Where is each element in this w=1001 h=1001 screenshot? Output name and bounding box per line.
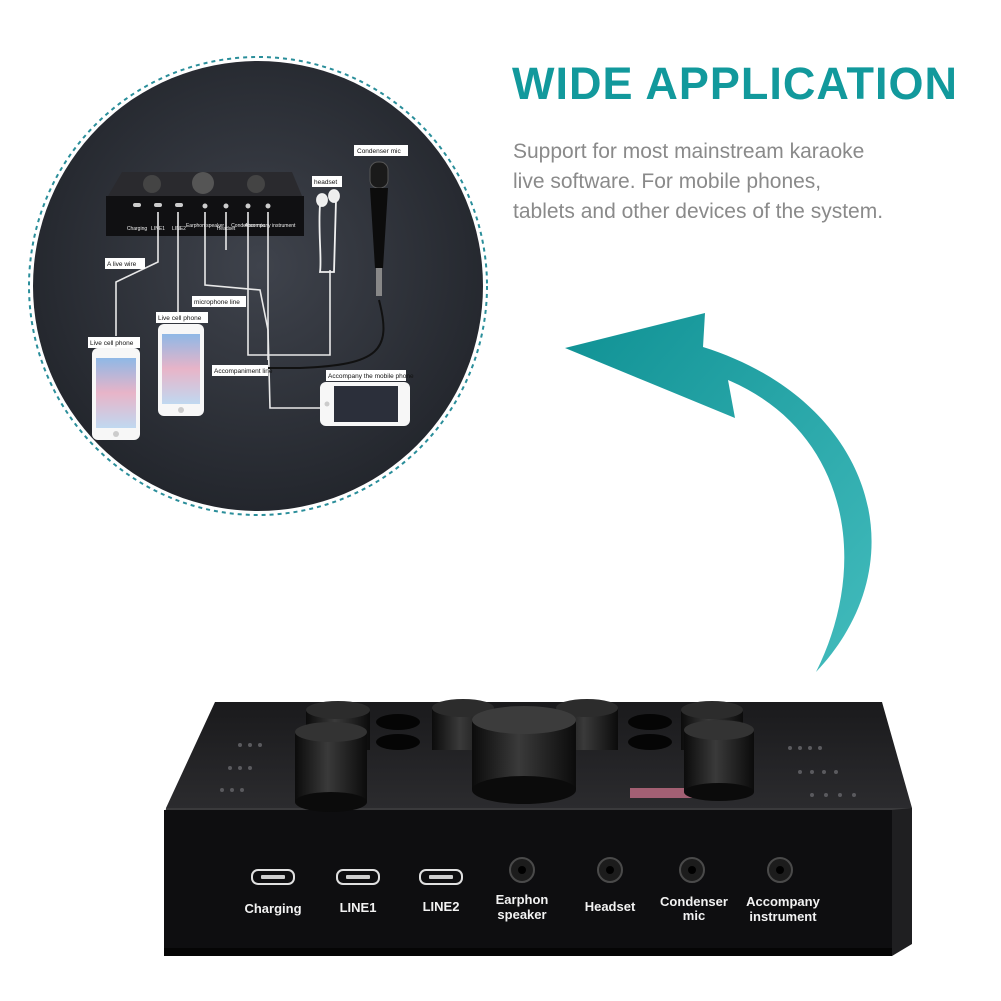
port-label-earphone: speaker — [497, 907, 546, 922]
description: Support for most mainstream karaoke live… — [513, 137, 953, 227]
label-headset: headset — [314, 179, 337, 186]
accompany-phone — [320, 382, 410, 426]
port-label-accompany: instrument — [749, 909, 817, 924]
label-live-cell-phone: Live cell phone — [90, 340, 134, 347]
live-phone-2 — [158, 324, 204, 416]
label-live-cell-phone: Live cell phone — [158, 315, 202, 322]
description-line: tablets and other devices of the system. — [513, 200, 884, 223]
port-label-condenser: mic — [683, 908, 705, 923]
port-label-charging: Charging — [244, 901, 301, 916]
mic-cable — [248, 299, 385, 369]
description-line: Support for most mainstream karaoke — [513, 140, 865, 163]
label-accompaniment-line: Accompaniment line — [214, 368, 273, 375]
description-line: live software. For mobile phones, — [513, 170, 822, 193]
port-label-condenser: Condenser — [660, 894, 728, 909]
port-label-earphone: Earphon — [496, 892, 549, 907]
port-label-headset: Headset — [585, 899, 636, 914]
live-phone-1 — [92, 348, 140, 440]
label-condenser-mic: Condenser mic — [357, 148, 401, 155]
condenser-mic-icon — [369, 161, 389, 296]
cables — [115, 212, 331, 409]
label-a-live-wire: A live wire — [107, 261, 137, 268]
diagram-port-label: LINE2 — [172, 226, 186, 232]
diagram-port-label: Charging — [127, 226, 148, 232]
headline: WIDE APPLICATION — [512, 58, 958, 109]
arrow-shape — [565, 313, 872, 672]
port-label-line2: LINE2 — [423, 899, 460, 914]
label-microphone-line: microphone line — [194, 299, 240, 306]
headset-icon — [316, 189, 340, 273]
label-accompany-mobile: Accompany the mobile phone — [328, 373, 414, 380]
diagram-port-label: Accompany instrument — [245, 223, 296, 229]
port-label-line1: LINE1 — [340, 900, 377, 915]
port-label-accompany: Accompany — [746, 894, 820, 909]
